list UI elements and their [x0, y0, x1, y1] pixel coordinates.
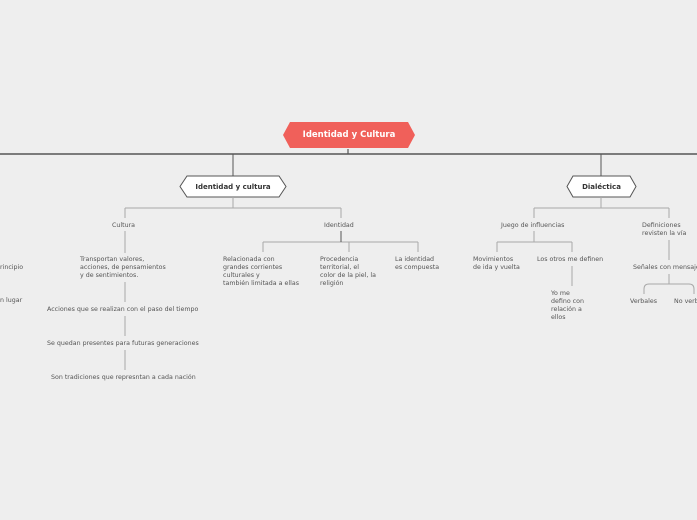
root-node-identidad-y-cultura[interactable]: Identidad y Cultura [283, 122, 415, 148]
node-dialectica-label: Dialéctica [582, 182, 621, 191]
identidad-cultura-node-shape [179, 175, 287, 198]
topic-son-tradiciones[interactable]: Son tradiciones que represntan a cada na… [51, 374, 196, 381]
topic-verbales[interactable]: Verbales [630, 298, 658, 305]
topic-transportan-valores[interactable]: Transportan valores, acciones, de pensam… [80, 256, 166, 279]
topic-definiciones[interactable]: Definiciones revisten la vía [642, 222, 687, 237]
node-identidad-y-cultura-label: Identidad y cultura [195, 182, 271, 191]
topic-senales[interactable]: Señales con mensaje [633, 264, 697, 271]
topic-los-otros[interactable]: Los otros me definen [537, 256, 604, 263]
topic-movimientos[interactable]: Movimientos de ida y vuelta [473, 256, 520, 271]
topic-partial-lugar[interactable]: n lugar [0, 297, 23, 304]
node-identidad-y-cultura[interactable]: Identidad y cultura [180, 176, 286, 197]
topic-juego-de-influencias[interactable]: Juego de influencias [501, 222, 565, 229]
dialectica-node-shape [566, 175, 637, 198]
topic-no-verbales[interactable]: No verba [674, 298, 697, 305]
topic-acciones[interactable]: Acciones que se realizan con el paso del… [47, 306, 199, 313]
root-node-label: Identidad y Cultura [302, 130, 396, 140]
node-dialectica[interactable]: Dialéctica [567, 176, 636, 197]
root-node-shape [283, 122, 415, 148]
topic-compuesta[interactable]: La identidad es compuesta [395, 256, 440, 271]
topic-cultura[interactable]: Cultura [112, 222, 136, 229]
topic-procedencia[interactable]: Procedencia territorial, el color de la … [320, 256, 376, 287]
topic-partial-principio[interactable]: rincipio [0, 264, 24, 271]
topic-relacionada[interactable]: Relacionada con grandes corrientes cultu… [223, 256, 300, 287]
topic-yo-me-defino[interactable]: Yo me defino con relación a ellos [551, 290, 584, 321]
topic-identidad[interactable]: Identidad [324, 222, 354, 229]
topic-se-quedan[interactable]: Se quedan presentes para futuras generac… [47, 340, 199, 347]
